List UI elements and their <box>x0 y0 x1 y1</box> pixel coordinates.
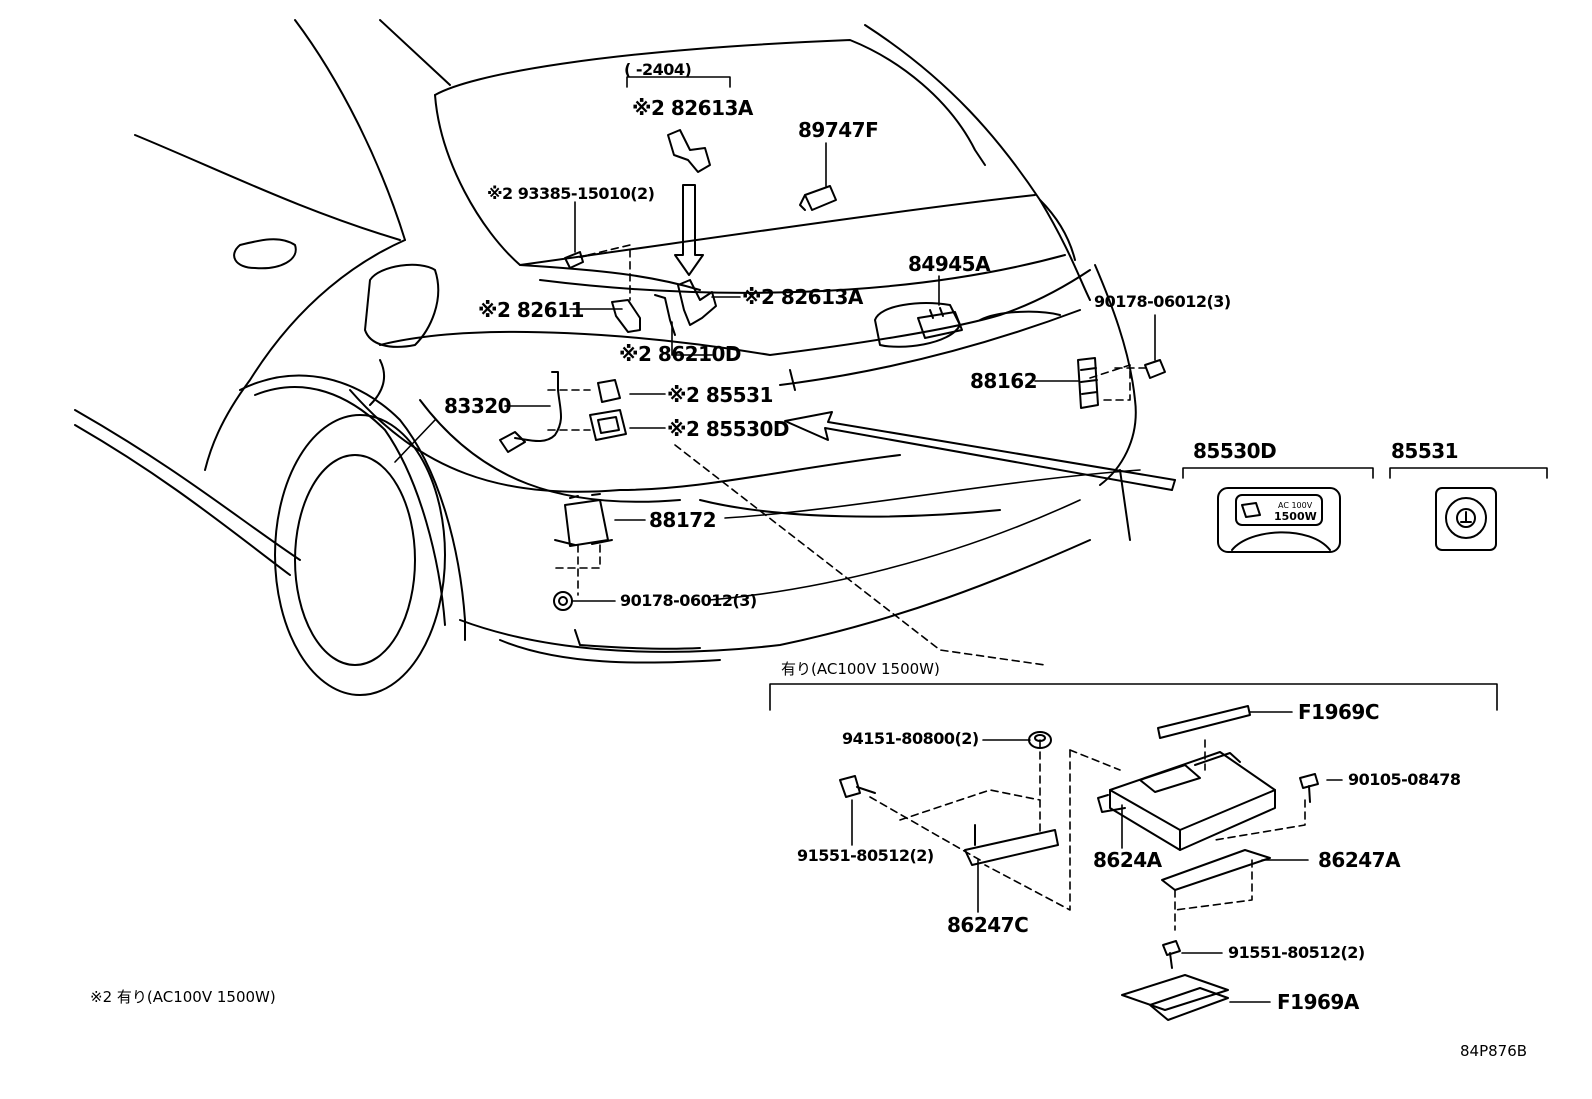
label-82613A-top: ※2 82613A <box>632 96 753 120</box>
detail-85530D <box>1217 487 1341 553</box>
detail-85531 <box>1435 487 1497 551</box>
part-84945A-switch <box>917 307 963 339</box>
label-89747F: 89747F <box>798 118 879 142</box>
label-90178-06012-bottom: 90178-06012(3) <box>620 591 757 610</box>
label-F1969A: F1969A <box>1277 990 1359 1014</box>
label-F1969C: F1969C <box>1298 700 1380 724</box>
footnote: ※2 有り(AC100V 1500W) <box>90 988 276 1006</box>
part-86247C-bracket <box>964 824 1059 866</box>
label-detail-85531: 85531 <box>1391 439 1459 463</box>
part-82611-bracket <box>611 299 641 333</box>
label-91551-80512-right: 91551-80512(2) <box>1228 943 1365 962</box>
outlet-badge-line1: AC 100V <box>1278 501 1313 510</box>
part-83320-cable <box>499 371 562 453</box>
label-83320: 83320 <box>444 394 512 418</box>
label-86247C: 86247C <box>947 913 1029 937</box>
dashed-lines <box>547 244 1306 931</box>
callout-arrow <box>784 411 1176 491</box>
power-outlet-icon <box>589 409 627 441</box>
label-8624A: 8624A <box>1093 848 1162 872</box>
label-year-range: ( -2404) <box>624 60 692 79</box>
label-88172: 88172 <box>649 508 717 532</box>
drawing-code: 84P876B <box>1460 1042 1528 1060</box>
part-88162-connector <box>1077 357 1099 409</box>
part-89747F-sensor <box>799 185 837 211</box>
nut-icon <box>1028 731 1052 749</box>
label-91551-80512-left: 91551-80512(2) <box>797 846 934 865</box>
socket-icon <box>597 379 621 403</box>
label-84945A: 84945A <box>908 252 991 276</box>
down-arrow <box>674 184 704 276</box>
label-94151-80800: 94151-80800(2) <box>842 729 979 748</box>
bolt-icon <box>1299 773 1319 803</box>
label-90178-06012-top: 90178-06012(3) <box>1094 292 1231 311</box>
part-86247A-bracket <box>1161 849 1271 891</box>
bolt-icon <box>839 775 876 798</box>
label-82613A-mid: ※2 82613A <box>742 285 863 309</box>
part-88172-module <box>554 493 613 547</box>
label-90105-08478: 90105-08478 <box>1348 770 1461 789</box>
label-86210D: ※2 86210D <box>619 342 742 366</box>
bolt-icon <box>1162 940 1181 969</box>
part-82613A-clip <box>667 129 711 173</box>
label-85530D: ※2 85530D <box>667 417 790 441</box>
vehicle-body <box>74 19 1137 696</box>
nut-icon <box>1144 359 1166 379</box>
label-86247A: 86247A <box>1318 848 1401 872</box>
bolt-icon <box>564 251 596 269</box>
label-85531: ※2 85531 <box>667 383 773 407</box>
label-detail-85530D: 85530D <box>1193 439 1277 463</box>
outlet-badge-line2: 1500W <box>1274 510 1317 523</box>
part-86210D-harness <box>654 294 676 336</box>
label-82611: ※2 82611 <box>478 298 584 322</box>
part-F1969C-pad <box>1157 705 1251 739</box>
part-82613A-bracket <box>677 279 717 326</box>
part-F1969A-pad <box>1121 974 1229 1021</box>
label-93385-15010: ※2 93385-15010(2) <box>487 184 655 203</box>
label-88162: 88162 <box>970 369 1038 393</box>
label-group-title: 有り(AC100V 1500W) <box>781 660 940 678</box>
inverter-unit <box>1097 751 1276 851</box>
nut-icon <box>553 591 573 611</box>
